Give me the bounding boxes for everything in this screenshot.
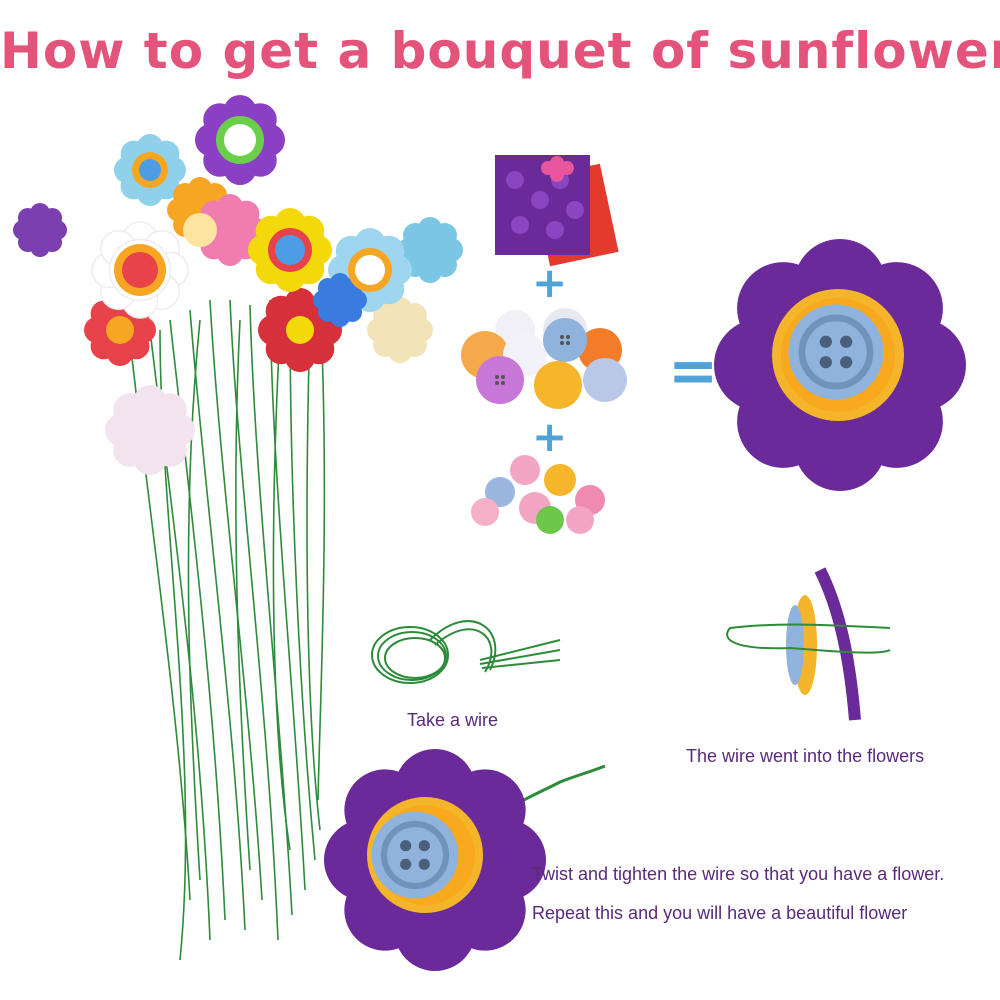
wire-into-flowers-caption: The wire went into the flowers [686, 746, 925, 766]
small-buttons-image [471, 455, 605, 534]
twisted-flower-image [324, 749, 606, 971]
buttons-pile-image [461, 308, 627, 409]
bouquet-image [12, 95, 463, 961]
page-title: How to get a bouquet of sunflowers [0, 22, 1000, 80]
plus-sign: + [532, 258, 568, 307]
equals-sign: = [668, 336, 719, 406]
take-wire-caption: Take a wire [407, 710, 499, 730]
finished-flower-image [714, 239, 966, 491]
twist-caption: Twist and tighten the wire so that you h… [532, 864, 945, 884]
repeat-caption: Repeat this and you will have a beautifu… [532, 903, 908, 923]
wire-coil-image [371, 620, 561, 684]
wire-through-flower-image [726, 567, 891, 721]
felt-sheets-image [495, 155, 619, 267]
plus-sign: + [532, 412, 568, 461]
